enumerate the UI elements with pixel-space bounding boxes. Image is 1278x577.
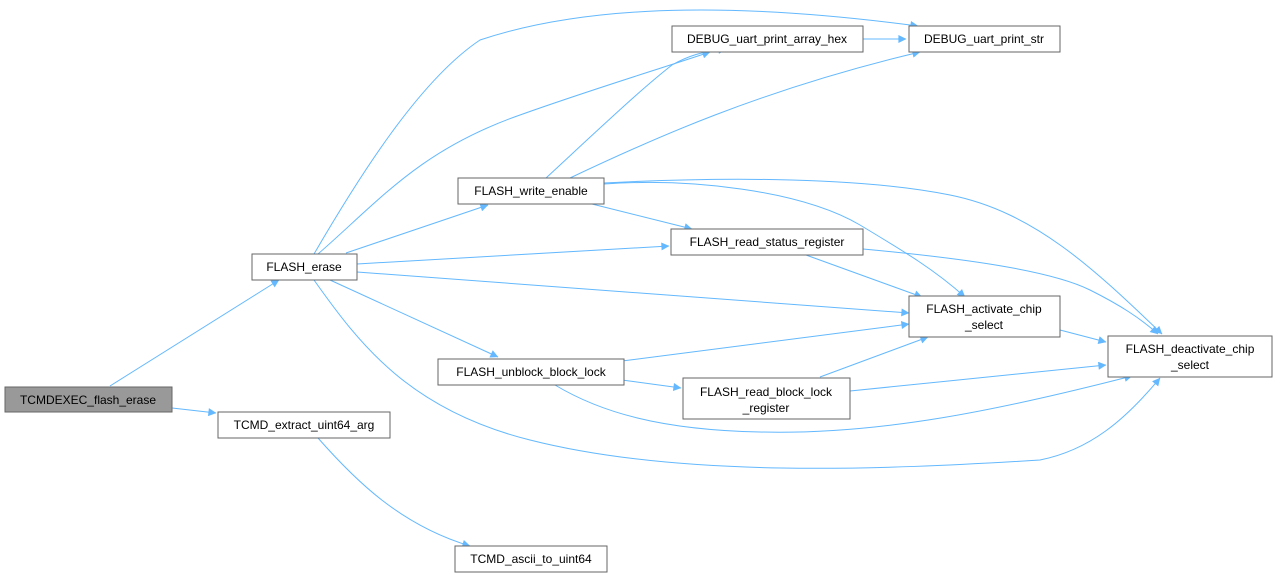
edge-flash_unblock_block_lock-flash_read_block_lock_register <box>621 379 682 391</box>
edge-flash_read_block_lock_register-flash_activate_chip_select <box>819 335 929 378</box>
node-label-line-2: _register <box>742 401 790 415</box>
node-flash-unblock-block-lock[interactable]: FLASH_unblock_block_lock <box>437 358 625 386</box>
edge-flash_erase-flash_deactivate_chip_select <box>313 279 1161 469</box>
node-label-line-1: FLASH_read_block_lock <box>700 385 833 399</box>
node-label: TCMDEXEC_flash_erase <box>20 393 156 407</box>
edge-flash_unblock_block_lock-flash_deactivate_chip_select <box>554 374 1133 433</box>
edge-flash_erase-flash_activate_chip_select <box>356 271 910 317</box>
edge-flash_read_status_register-flash_activate_chip_select <box>805 254 923 299</box>
node-label-line-2: _select <box>964 318 1004 332</box>
node-flash-activate-chip-select[interactable]: FLASH_activate_chip _select <box>908 295 1061 338</box>
node-label: FLASH_erase <box>266 260 342 274</box>
node-label: TCMD_extract_uint64_arg <box>234 418 375 432</box>
edge-flash_read_status_register-flash_deactivate_chip_select <box>862 248 1159 335</box>
node-label: FLASH_write_enable <box>474 184 588 198</box>
node-debug-uart-print-array-hex[interactable]: DEBUG_uart_print_array_hex <box>671 25 864 53</box>
node-label-line-1: FLASH_activate_chip <box>926 302 1042 316</box>
node-tcmd-ascii-to-uint64[interactable]: TCMD_ascii_to_uint64 <box>454 545 608 573</box>
edge-flash_write_enable-flash_activate_chip_select <box>603 182 966 298</box>
node-label: FLASH_read_status_register <box>690 235 845 249</box>
edge-flash_write_enable-debug_uart_print_str <box>569 49 921 179</box>
node-flash-read-block-lock-register[interactable]: FLASH_read_block_lock _register <box>682 377 851 420</box>
node-flash-erase[interactable]: FLASH_erase <box>251 253 358 281</box>
edge-flash_write_enable-flash_deactivate_chip_select <box>603 178 1163 335</box>
node-label: FLASH_unblock_block_lock <box>456 365 606 379</box>
edge-tcmdexec_flash_erase-tcmd_extract_uint64_arg <box>171 407 217 417</box>
node-tcmdexec-flash-erase[interactable]: TCMDEXEC_flash_erase <box>4 386 173 413</box>
node-tcmd-extract-uint64-arg[interactable]: TCMD_extract_uint64_arg <box>217 411 391 439</box>
edge-tcmdexec_flash_erase-flash_erase <box>109 279 280 387</box>
node-label-line-2: _select <box>1170 358 1210 372</box>
edge-flash_erase-flash_write_enable <box>345 203 489 254</box>
edge-flash_unblock_block_lock-flash_activate_chip_select <box>621 321 910 362</box>
edge-tcmd_extract_uint64_arg-tcmd_ascii_to_uint64 <box>317 437 471 548</box>
node-label: DEBUG_uart_print_str <box>924 32 1044 46</box>
node-flash-read-status-register[interactable]: FLASH_read_status_register <box>670 228 864 256</box>
node-label: DEBUG_uart_print_array_hex <box>687 32 847 46</box>
nodes: TCMDEXEC_flash_erase FLASH_erase TCMD_ex… <box>4 25 1273 573</box>
edge-flash_activate_chip_select-flash_deactivate_chip_select <box>1059 329 1107 344</box>
node-flash-write-enable[interactable]: FLASH_write_enable <box>457 177 605 205</box>
edge-flash_write_enable-flash_read_status_register <box>591 203 693 232</box>
edge-flash_write_enable-debug_uart_print_array_hex <box>545 45 727 179</box>
node-label-line-1: FLASH_deactivate_chip <box>1126 342 1255 356</box>
edge-flash_erase-flash_unblock_block_lock <box>329 279 499 358</box>
edge-flash_erase-flash_read_status_register <box>356 242 670 265</box>
node-flash-deactivate-chip-select[interactable]: FLASH_deactivate_chip _select <box>1107 335 1273 378</box>
edge-flash_read_block_lock_register-flash_deactivate_chip_select <box>849 361 1107 392</box>
edge-flash_erase-debug_uart_print_array_hex <box>317 50 711 255</box>
edges <box>109 9 1163 548</box>
node-debug-uart-print-str[interactable]: DEBUG_uart_print_str <box>908 25 1061 53</box>
node-label: TCMD_ascii_to_uint64 <box>470 552 592 566</box>
edge-flash_erase-debug_uart_print_str <box>313 9 919 255</box>
